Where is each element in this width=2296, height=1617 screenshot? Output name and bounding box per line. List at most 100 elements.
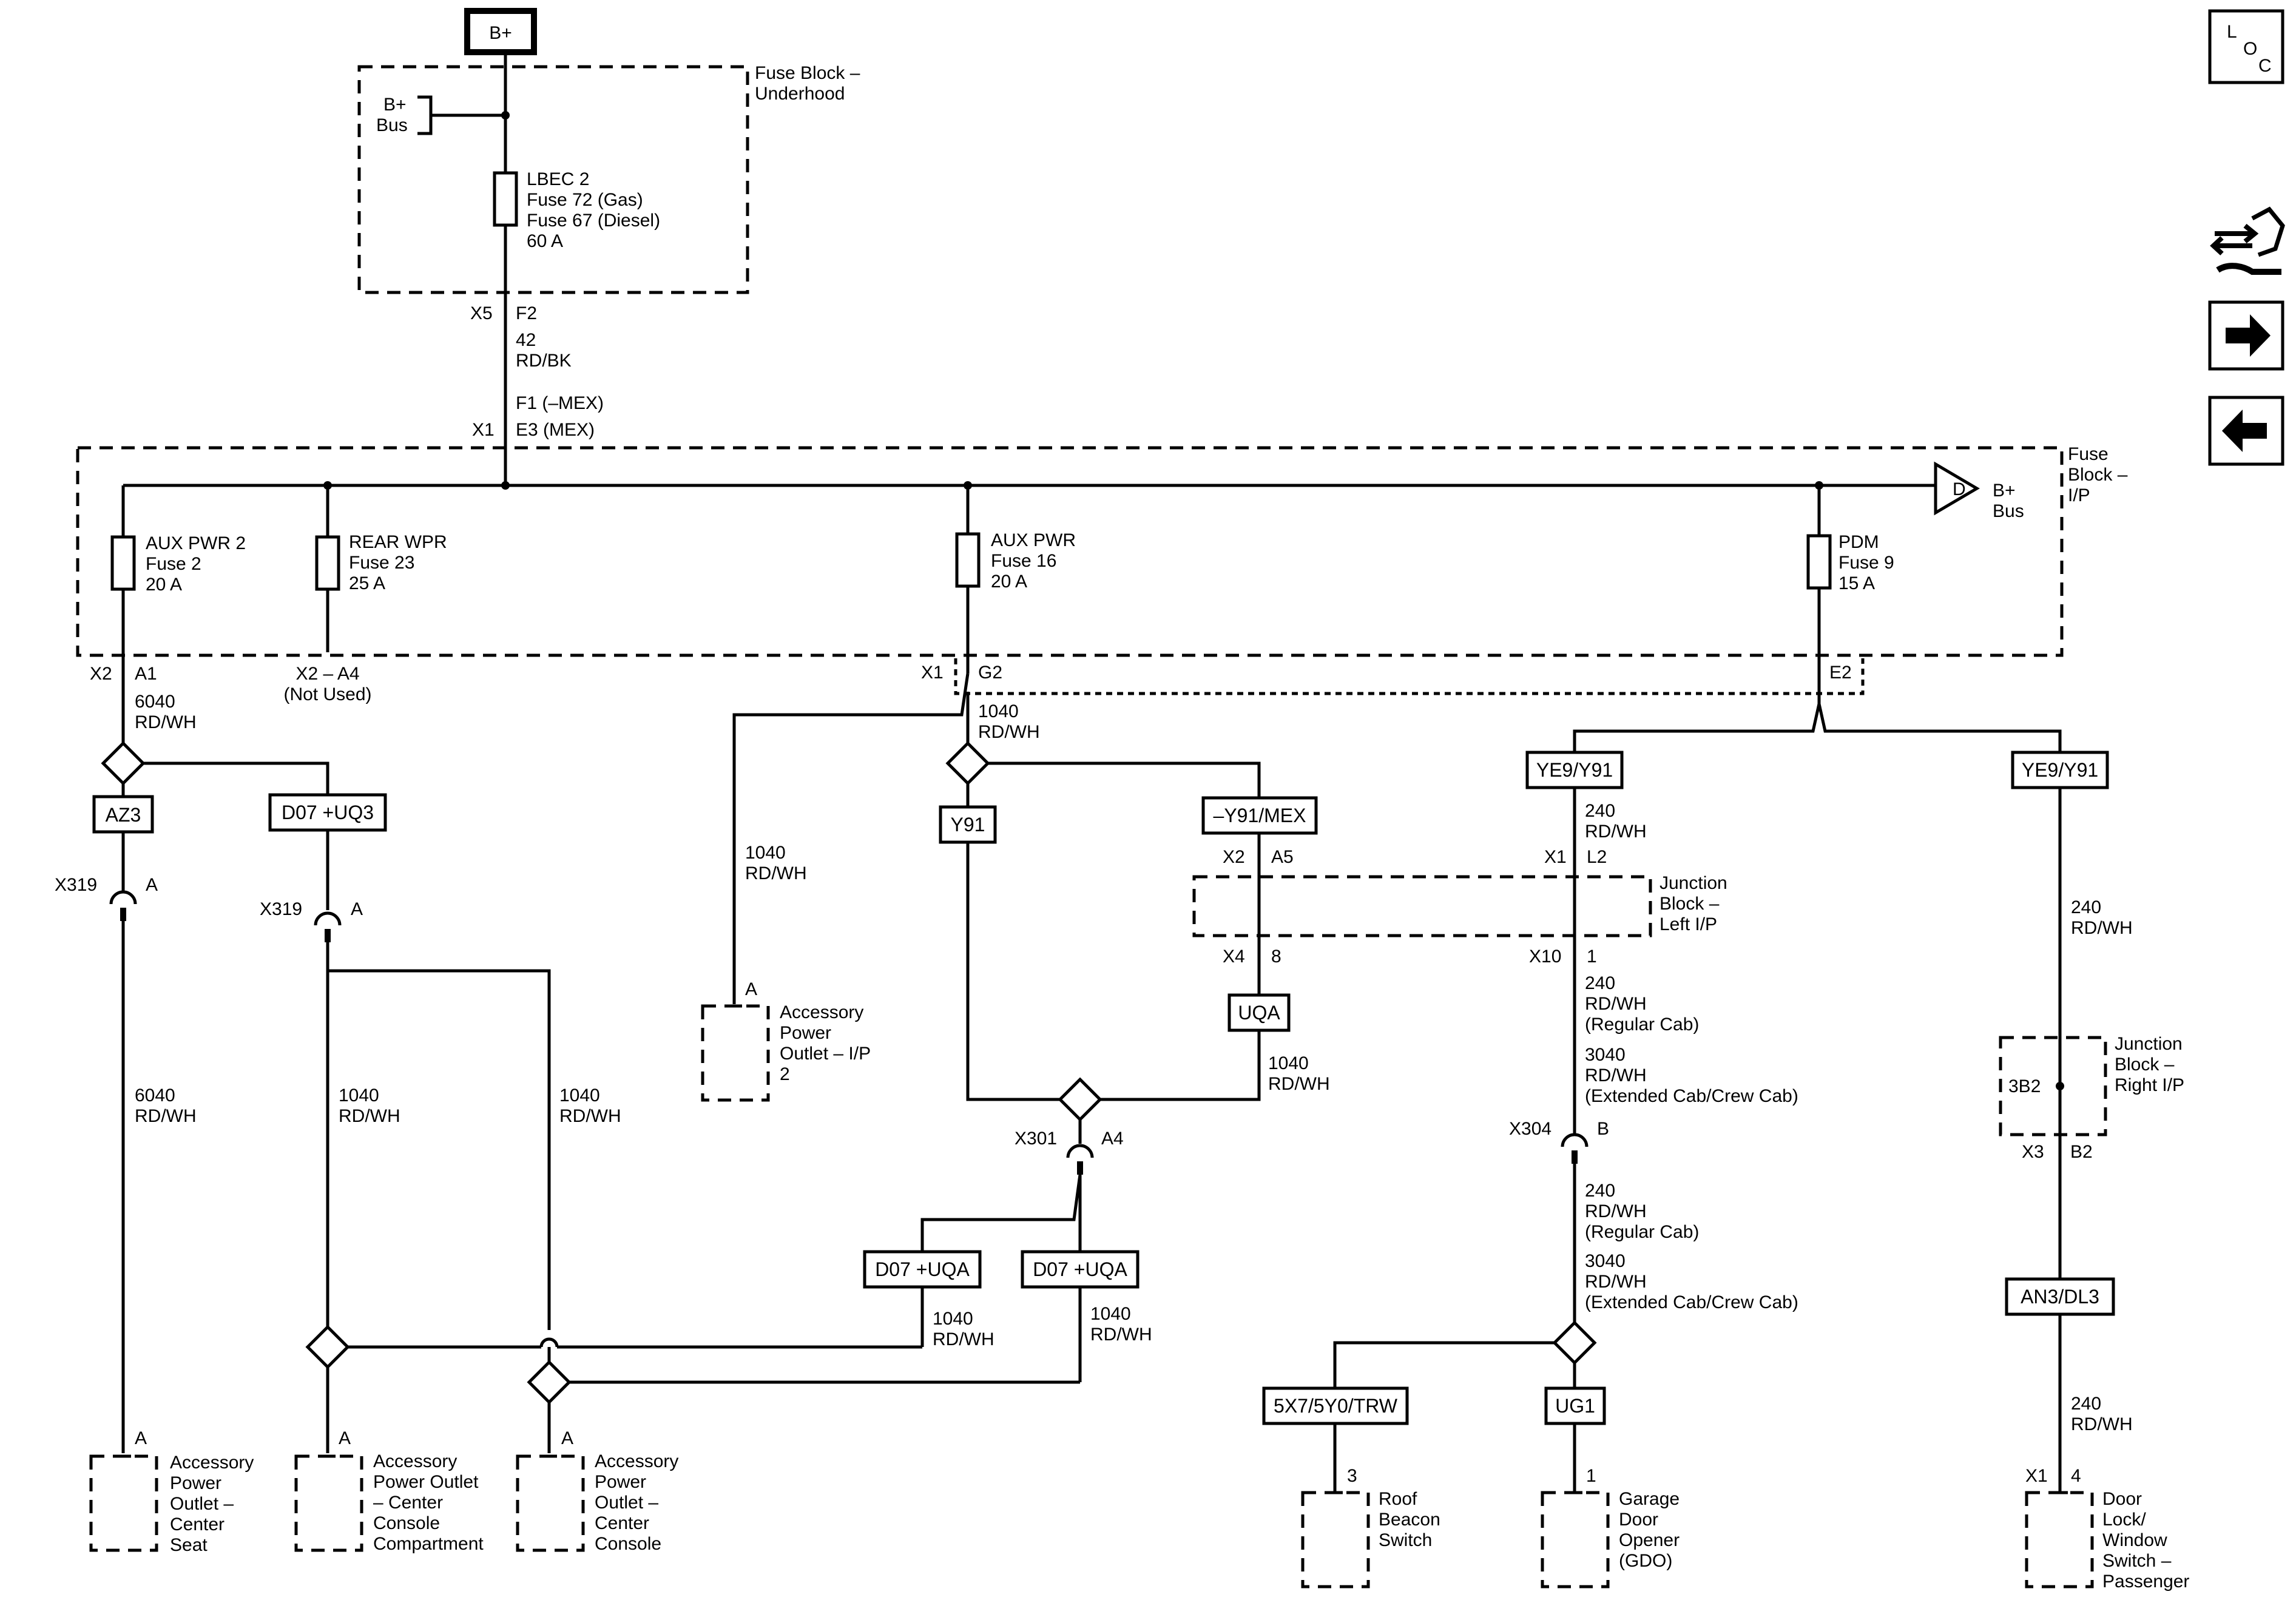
svg-text:Block –: Block –: [1660, 894, 1720, 914]
svg-text:6040: 6040: [135, 1085, 175, 1106]
svg-text:Power: Power: [595, 1472, 646, 1492]
splice-diamond: [527, 1360, 572, 1405]
power-source-label: B+: [489, 23, 512, 43]
svg-text:D07 +UQA: D07 +UQA: [1033, 1258, 1127, 1280]
svg-text:F2: F2: [516, 303, 537, 323]
svg-text:Block –: Block –: [2115, 1055, 2175, 1075]
svg-text:(GDO): (GDO): [1619, 1551, 1672, 1571]
svg-text:20 A: 20 A: [146, 575, 182, 595]
svg-text:Fuse 67 (Diesel): Fuse 67 (Diesel): [527, 211, 660, 231]
svg-text:Fuse 72 (Gas): Fuse 72 (Gas): [527, 190, 643, 210]
svg-text:RD/BK: RD/BK: [516, 351, 572, 371]
svg-text:D07 +UQA: D07 +UQA: [875, 1258, 970, 1280]
circuit-6040: 6040 RD/WH AZ3 X319 A 6040 RD/WH A: [55, 692, 329, 1552]
svg-text:15 A: 15 A: [1838, 573, 1875, 593]
x304-connector: X304: [1509, 1119, 1551, 1139]
svg-text:1: 1: [1586, 1466, 1596, 1486]
svg-text:A: A: [351, 899, 363, 919]
svg-text:8: 8: [1271, 947, 1281, 967]
svg-text:240: 240: [1585, 973, 1615, 993]
arrow-left-icon[interactable]: [2208, 396, 2284, 466]
option-y91-mex: [1201, 796, 1318, 835]
svg-text:240: 240: [2071, 897, 2101, 917]
svg-text:A: A: [561, 1428, 573, 1448]
svg-text:X319: X319: [260, 899, 302, 919]
junction-block-left-ip: Junction Block – Left I/P: [1192, 873, 1727, 937]
splice-diamond: [1552, 1320, 1597, 1365]
svg-text:1040: 1040: [559, 1085, 600, 1106]
svg-text:240: 240: [1585, 801, 1615, 821]
svg-text:25 A: 25 A: [349, 573, 385, 593]
svg-text:RD/WH: RD/WH: [2071, 918, 2133, 938]
svg-text:3: 3: [1347, 1466, 1357, 1486]
location-view-button[interactable]: L O C: [2208, 9, 2284, 84]
svg-text:X1: X1: [921, 663, 944, 683]
svg-text:RD/WH: RD/WH: [135, 712, 197, 732]
svg-text:REAR WPR: REAR WPR: [349, 532, 447, 552]
svg-text:Outlet –: Outlet –: [595, 1493, 658, 1513]
svg-text:6040: 6040: [135, 692, 175, 712]
svg-text:I/P: I/P: [2068, 485, 2090, 505]
svg-text:Fuse 23: Fuse 23: [349, 553, 414, 573]
svg-text:L2: L2: [1587, 847, 1607, 867]
underhood-title: Fuse Block –: [755, 63, 860, 83]
svg-text:42: 42: [516, 330, 536, 350]
svg-text:A: A: [146, 875, 158, 895]
svg-text:Left I/P: Left I/P: [1660, 914, 1717, 934]
svg-text:O: O: [2243, 39, 2257, 59]
svg-text:E2: E2: [1829, 663, 1852, 683]
svg-text:Door: Door: [2102, 1489, 2142, 1509]
svg-text:Accessory: Accessory: [780, 1002, 863, 1022]
svg-text:3B2: 3B2: [2008, 1076, 2041, 1096]
svg-text:X4: X4: [1223, 947, 1245, 967]
svg-text:B2: B2: [2070, 1142, 2093, 1162]
svg-text:–Y91/MEX: –Y91/MEX: [1214, 805, 1306, 826]
svg-text:– Center: – Center: [373, 1493, 443, 1513]
apo-center-console: Accessory Power Outlet – Center Console: [595, 1451, 678, 1554]
svg-text:X2: X2: [90, 664, 112, 684]
arrow-right-icon[interactable]: [2208, 300, 2284, 371]
svg-text:2: 2: [780, 1064, 790, 1084]
svg-text:(Regular Cab): (Regular Cab): [1585, 1014, 1699, 1035]
svg-text:Window: Window: [2102, 1530, 2167, 1550]
svg-text:A5: A5: [1271, 847, 1294, 867]
svg-text:C: C: [2258, 56, 2272, 76]
svg-text:(Not Used): (Not Used): [283, 684, 371, 704]
feed-wire-42: 42 RD/BK F1 (–MEX) E3 (MEX) X1: [472, 330, 604, 440]
connector-view-icon[interactable]: [2210, 206, 2285, 275]
ip-fuse-block-title: Fuse: [2068, 444, 2109, 464]
svg-text:Switch: Switch: [1379, 1530, 1432, 1550]
svg-text:AZ3: AZ3: [106, 804, 141, 826]
svg-text:Console: Console: [595, 1534, 661, 1554]
apo-center-console-compartment: Accessory Power Outlet – Center Console …: [373, 1451, 484, 1554]
svg-text:1040: 1040: [1090, 1304, 1131, 1324]
apo-center-seat: Accessory Power Outlet – Center Seat: [170, 1453, 254, 1555]
svg-text:1040: 1040: [745, 843, 786, 863]
svg-text:Passenger: Passenger: [2102, 1571, 2189, 1592]
svg-text:Console: Console: [373, 1513, 440, 1533]
svg-text:(Extended Cab/Crew Cab): (Extended Cab/Crew Cab): [1585, 1292, 1798, 1312]
option-y91: [939, 805, 997, 844]
svg-text:RD/WH: RD/WH: [933, 1329, 994, 1349]
svg-text:X1: X1: [1544, 847, 1567, 867]
svg-text:Bus: Bus: [376, 115, 408, 135]
svg-text:RD/WH: RD/WH: [2071, 1414, 2133, 1434]
svg-text:X2 – A4: X2 – A4: [295, 664, 359, 684]
svg-text:240: 240: [2071, 1394, 2101, 1414]
svg-text:D: D: [1953, 479, 1966, 499]
garage-door-opener: Garage Door Opener (GDO): [1619, 1489, 1680, 1571]
option-az3: [92, 795, 154, 834]
option-d07-uqa: [1021, 1250, 1140, 1289]
svg-text:(Regular Cab): (Regular Cab): [1585, 1222, 1699, 1242]
svg-text:Outlet – I/P: Outlet – I/P: [780, 1044, 871, 1064]
svg-text:Door: Door: [1619, 1510, 1658, 1530]
svg-text:L: L: [2227, 22, 2237, 42]
svg-text:UG1: UG1: [1555, 1395, 1595, 1417]
ip-block-connector-frame: [954, 658, 1865, 695]
option-ye9-y91: [1525, 751, 1624, 789]
svg-text:AN3/DL3: AN3/DL3: [2021, 1286, 2099, 1308]
svg-text:Accessory: Accessory: [170, 1453, 254, 1473]
svg-text:F1 (–MEX): F1 (–MEX): [516, 393, 604, 413]
aux-pwr-fuse: [955, 532, 981, 588]
svg-text:AUX PWR 2: AUX PWR 2: [146, 533, 246, 553]
